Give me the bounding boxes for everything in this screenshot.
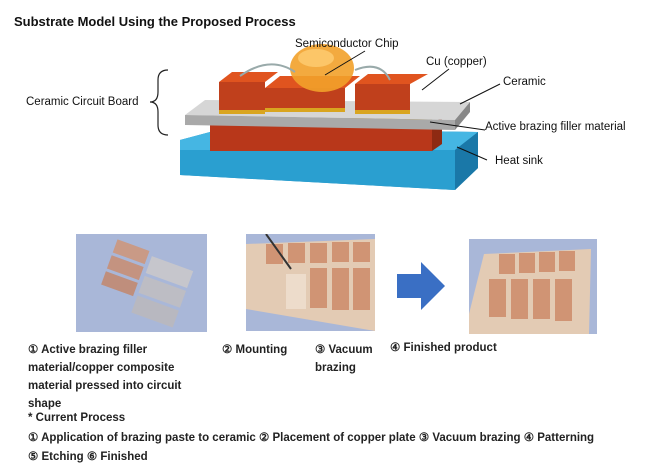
chip-dome <box>239 44 391 92</box>
photo-finished-product <box>469 239 597 334</box>
top-copper-left <box>219 72 278 114</box>
label-cu-copper: Cu (copper) <box>426 56 487 68</box>
current-process-line-2: ⑤ Etching ⑥ Finished <box>28 451 148 463</box>
label-active-brazing-filler: Active brazing filler material <box>485 121 626 133</box>
vacuum-brazing-arrow <box>397 262 445 310</box>
photo-mounting <box>246 234 375 331</box>
current-process-heading: * Current Process <box>28 412 126 424</box>
step-3-caption: ③ Vacuum brazing <box>315 344 373 374</box>
step-1-caption: ① Active brazing filler material/copper … <box>28 344 182 410</box>
substrate-model-diagram <box>149 44 501 190</box>
label-ceramic: Ceramic <box>503 76 546 88</box>
photo-composite-material <box>76 234 207 332</box>
label-semiconductor-chip: Semiconductor Chip <box>295 38 399 50</box>
brace <box>149 69 169 136</box>
page-title: Substrate Model Using the Proposed Proce… <box>14 14 296 29</box>
top-copper-right <box>355 74 428 114</box>
label-heat-sink: Heat sink <box>495 155 543 167</box>
current-process-line-1: ① Application of brazing paste to cerami… <box>28 432 595 444</box>
step-2-caption: ② Mounting <box>222 344 288 356</box>
step-4-caption: ④ Finished product <box>390 342 497 354</box>
label-ceramic-circuit-board: Ceramic Circuit Board <box>26 96 139 108</box>
